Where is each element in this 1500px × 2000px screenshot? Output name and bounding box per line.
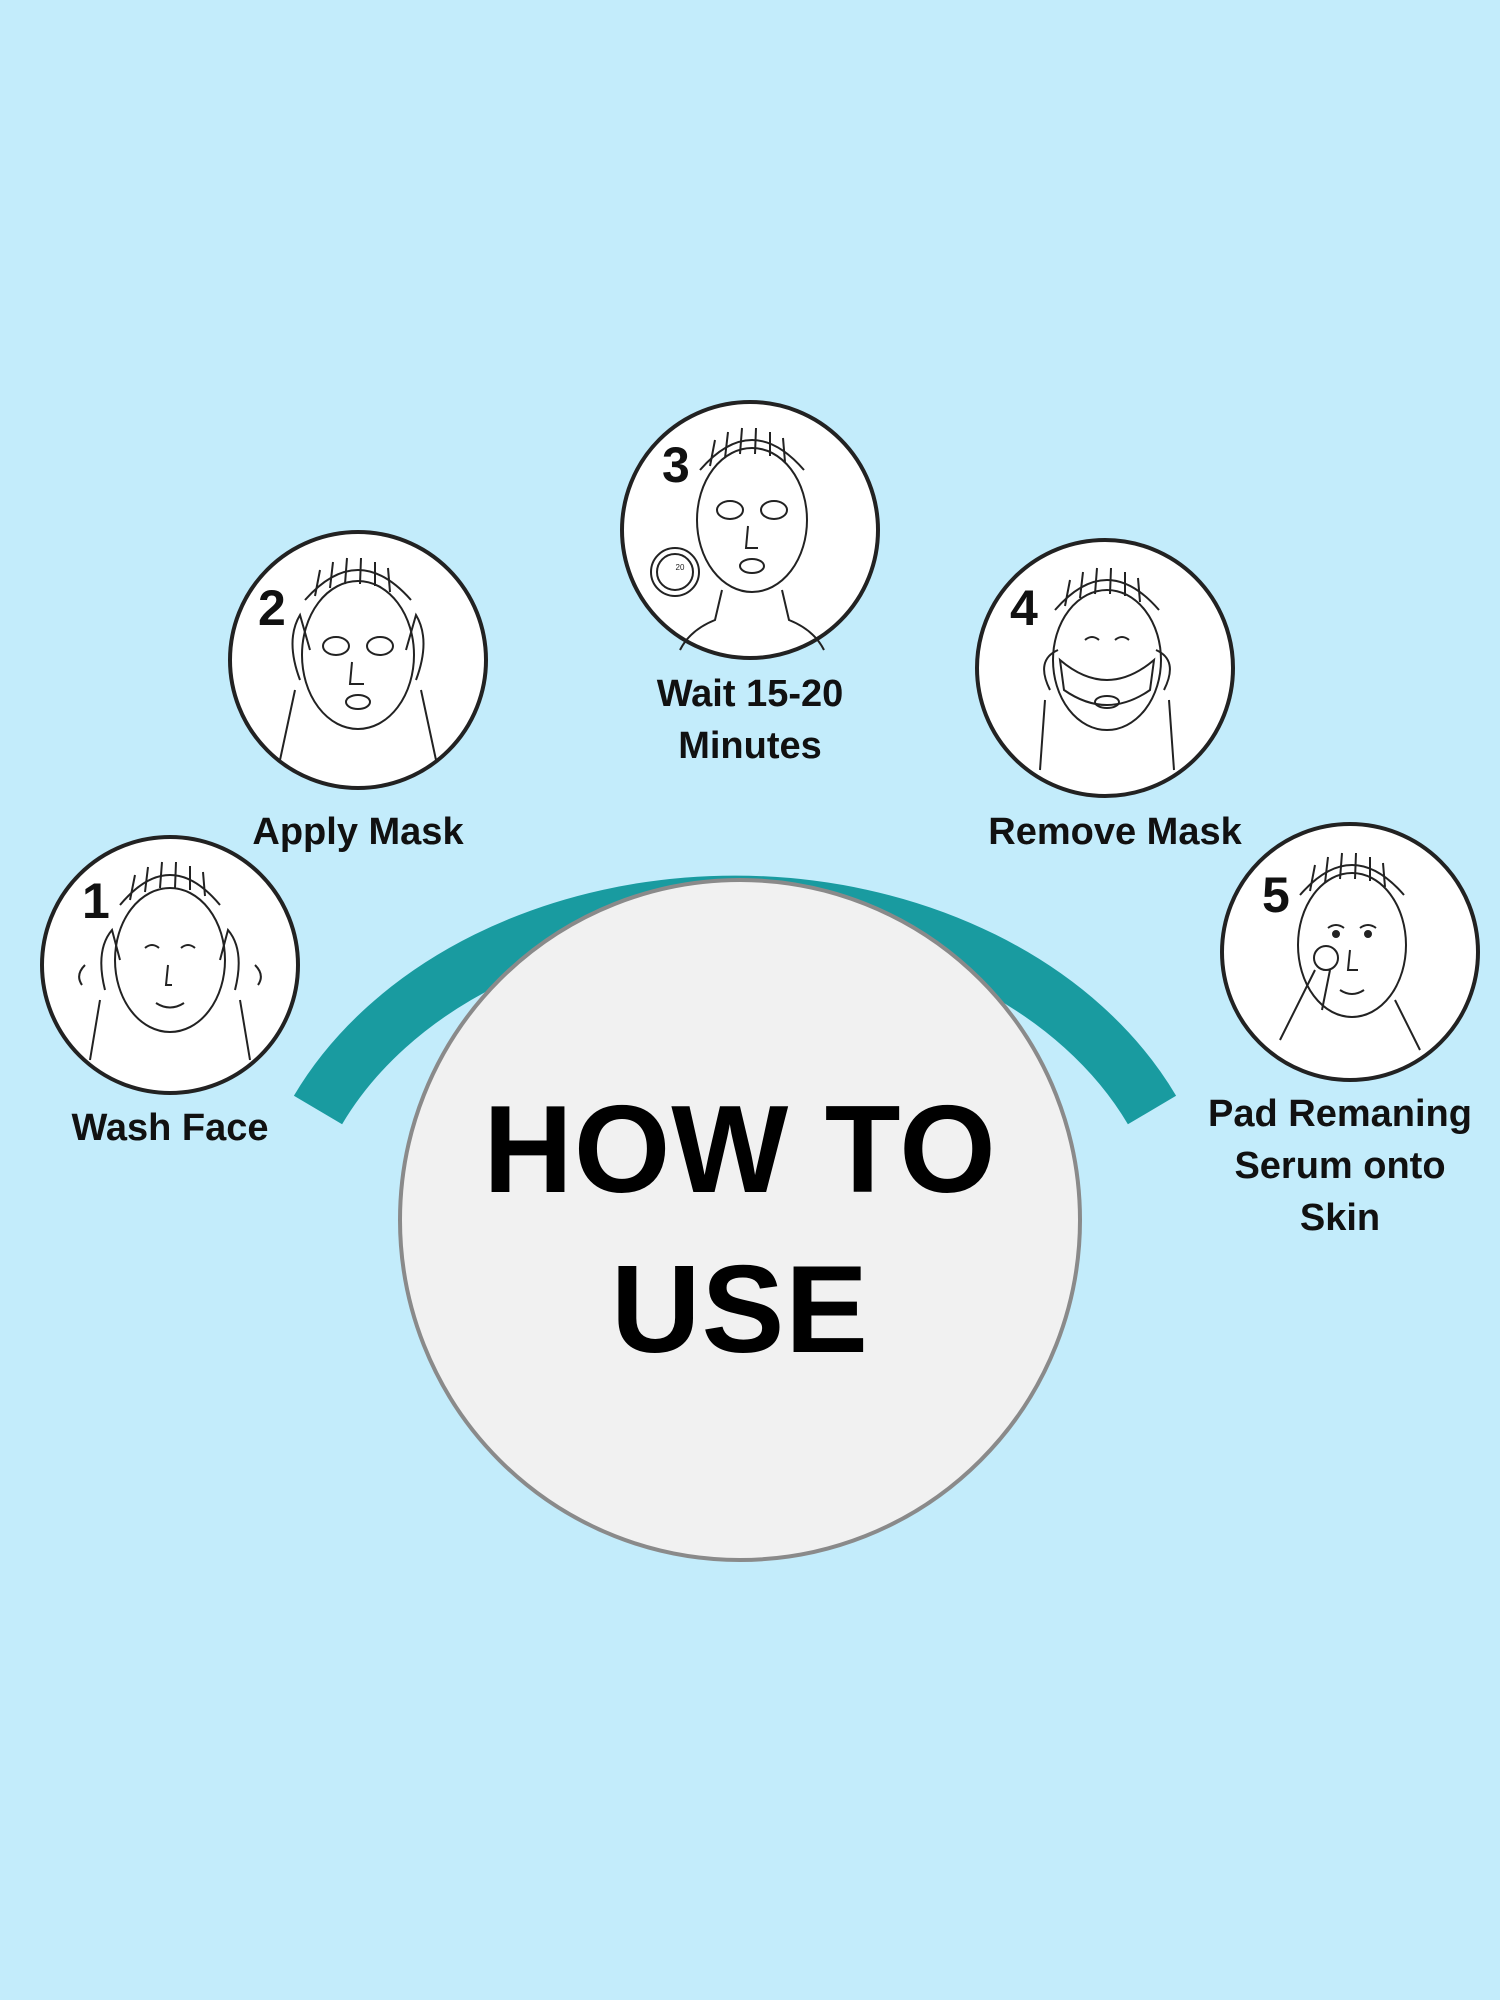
- title-line-2: USE: [611, 1241, 869, 1379]
- patting-serum-icon: [1279, 852, 1421, 1051]
- step-5-label-line-3: Skin: [1299, 1197, 1381, 1239]
- step-3-number: 3: [662, 437, 690, 493]
- step-2-label-line: Apply Mask: [252, 811, 464, 853]
- mask-on-with-timer-icon: [650, 427, 825, 651]
- step-4-illustration: [975, 538, 1235, 798]
- step-4-number: 4: [1010, 580, 1038, 636]
- step-4-label: Remove Mask: [965, 806, 1265, 858]
- step-1-illustration: [40, 835, 300, 1095]
- step-5-illustration: [1220, 822, 1480, 1082]
- step-1-number: 1: [82, 873, 110, 929]
- step-5-label-line-1: Pad Remaning: [1208, 1093, 1472, 1135]
- center-circle: [398, 878, 1082, 1562]
- step-5-label-line-2: Serum onto: [1234, 1145, 1446, 1187]
- step-2-number: 2: [258, 580, 286, 636]
- step-3-label-line-1: Wait 15-20: [656, 673, 844, 715]
- step-4-label-line: Remove Mask: [988, 811, 1242, 853]
- title-line-1: HOW TO: [483, 1081, 997, 1219]
- face-washing-icon: [78, 861, 262, 1061]
- timer-text: 20: [676, 563, 685, 572]
- removing-mask-icon: [1039, 567, 1175, 771]
- step-2-illustration: [228, 530, 488, 790]
- step-5-number: 5: [1262, 867, 1290, 923]
- step-1-label: Wash Face: [30, 1102, 310, 1154]
- step-2-label: Apply Mask: [218, 806, 498, 858]
- step-3-illustration: 20: [620, 400, 880, 660]
- step-3-label-line-2: Minutes: [678, 725, 822, 767]
- step-5-label: Pad Remaning Serum onto Skin: [1180, 1088, 1500, 1244]
- applying-sheet-mask-icon: [279, 557, 437, 761]
- step-1-label-line: Wash Face: [71, 1107, 269, 1149]
- step-3-label: Wait 15-20 Minutes: [600, 668, 900, 772]
